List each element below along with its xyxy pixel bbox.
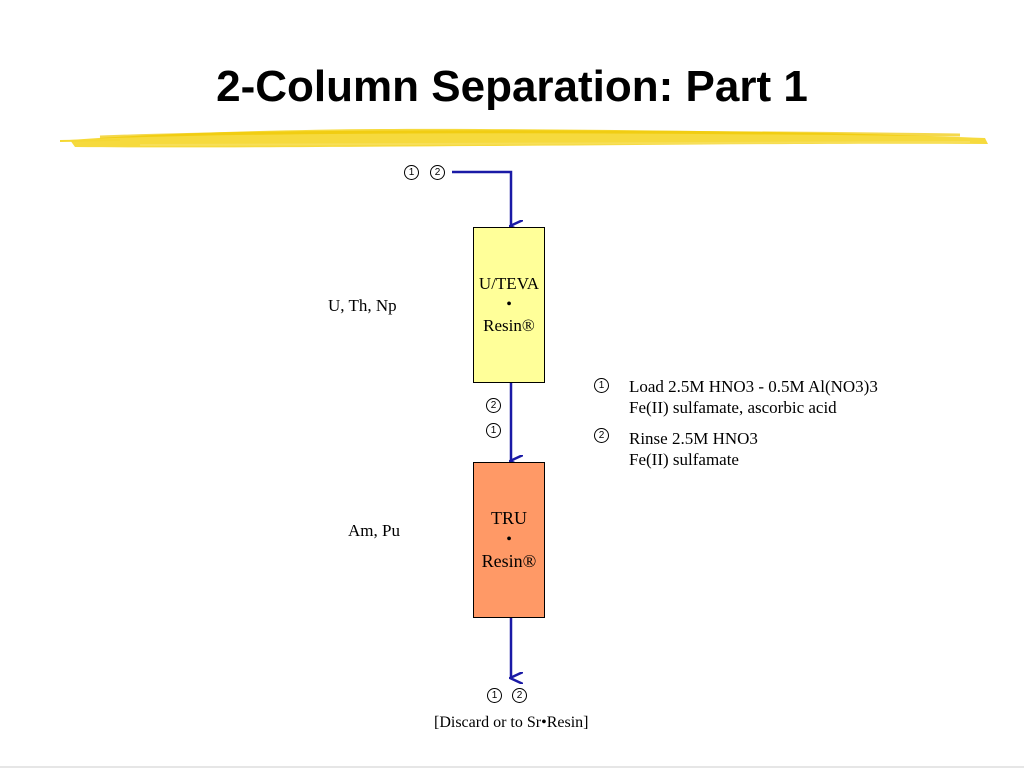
tru-resin-column: TRU • Resin® (473, 462, 545, 618)
step-marker-1: 1 (487, 688, 502, 703)
step-2-line-2: Fe(II) sulfamate (629, 450, 739, 469)
column-name: U/TEVA (478, 274, 540, 293)
step-marker-1: 1 (486, 423, 501, 438)
yellow-brush-stroke (60, 128, 988, 148)
legend-marker-2: 2 (594, 428, 609, 443)
output-label: [Discard or to Sr•Resin] (434, 714, 589, 731)
step-marker-1: 1 (404, 165, 419, 180)
bottom-divider (0, 766, 1024, 768)
legend-marker-1: 1 (594, 378, 609, 393)
step-1-line-2: Fe(II) sulfamate, ascorbic acid (629, 398, 837, 417)
column-name: TRU (491, 508, 527, 528)
slide-title: 2-Column Separation: Part 1 (216, 62, 808, 111)
column2-retained-elements: Am, Pu (348, 521, 400, 540)
step-marker-2: 2 (430, 165, 445, 180)
uteva-resin-column: U/TEVA • Resin® (473, 227, 545, 383)
bullet-dot: • (506, 531, 512, 548)
column1-retained-elements: U, Th, Np (328, 296, 397, 315)
step-2-description: Rinse 2.5M HNO3 Fe(II) sulfamate (629, 428, 758, 470)
bullet-dot: • (506, 296, 512, 313)
column-resin: Resin® (481, 551, 537, 571)
step-1-line-1: Load 2.5M HNO3 - 0.5M Al(NO3)3 (629, 377, 878, 396)
feed-arrow (452, 170, 511, 226)
step-marker-2: 2 (512, 688, 527, 703)
step-1-description: Load 2.5M HNO3 - 0.5M Al(NO3)3 Fe(II) su… (629, 376, 878, 418)
column-resin: Resin® (483, 316, 535, 335)
step-marker-2: 2 (486, 398, 501, 413)
step-2-line-1: Rinse 2.5M HNO3 (629, 429, 758, 448)
